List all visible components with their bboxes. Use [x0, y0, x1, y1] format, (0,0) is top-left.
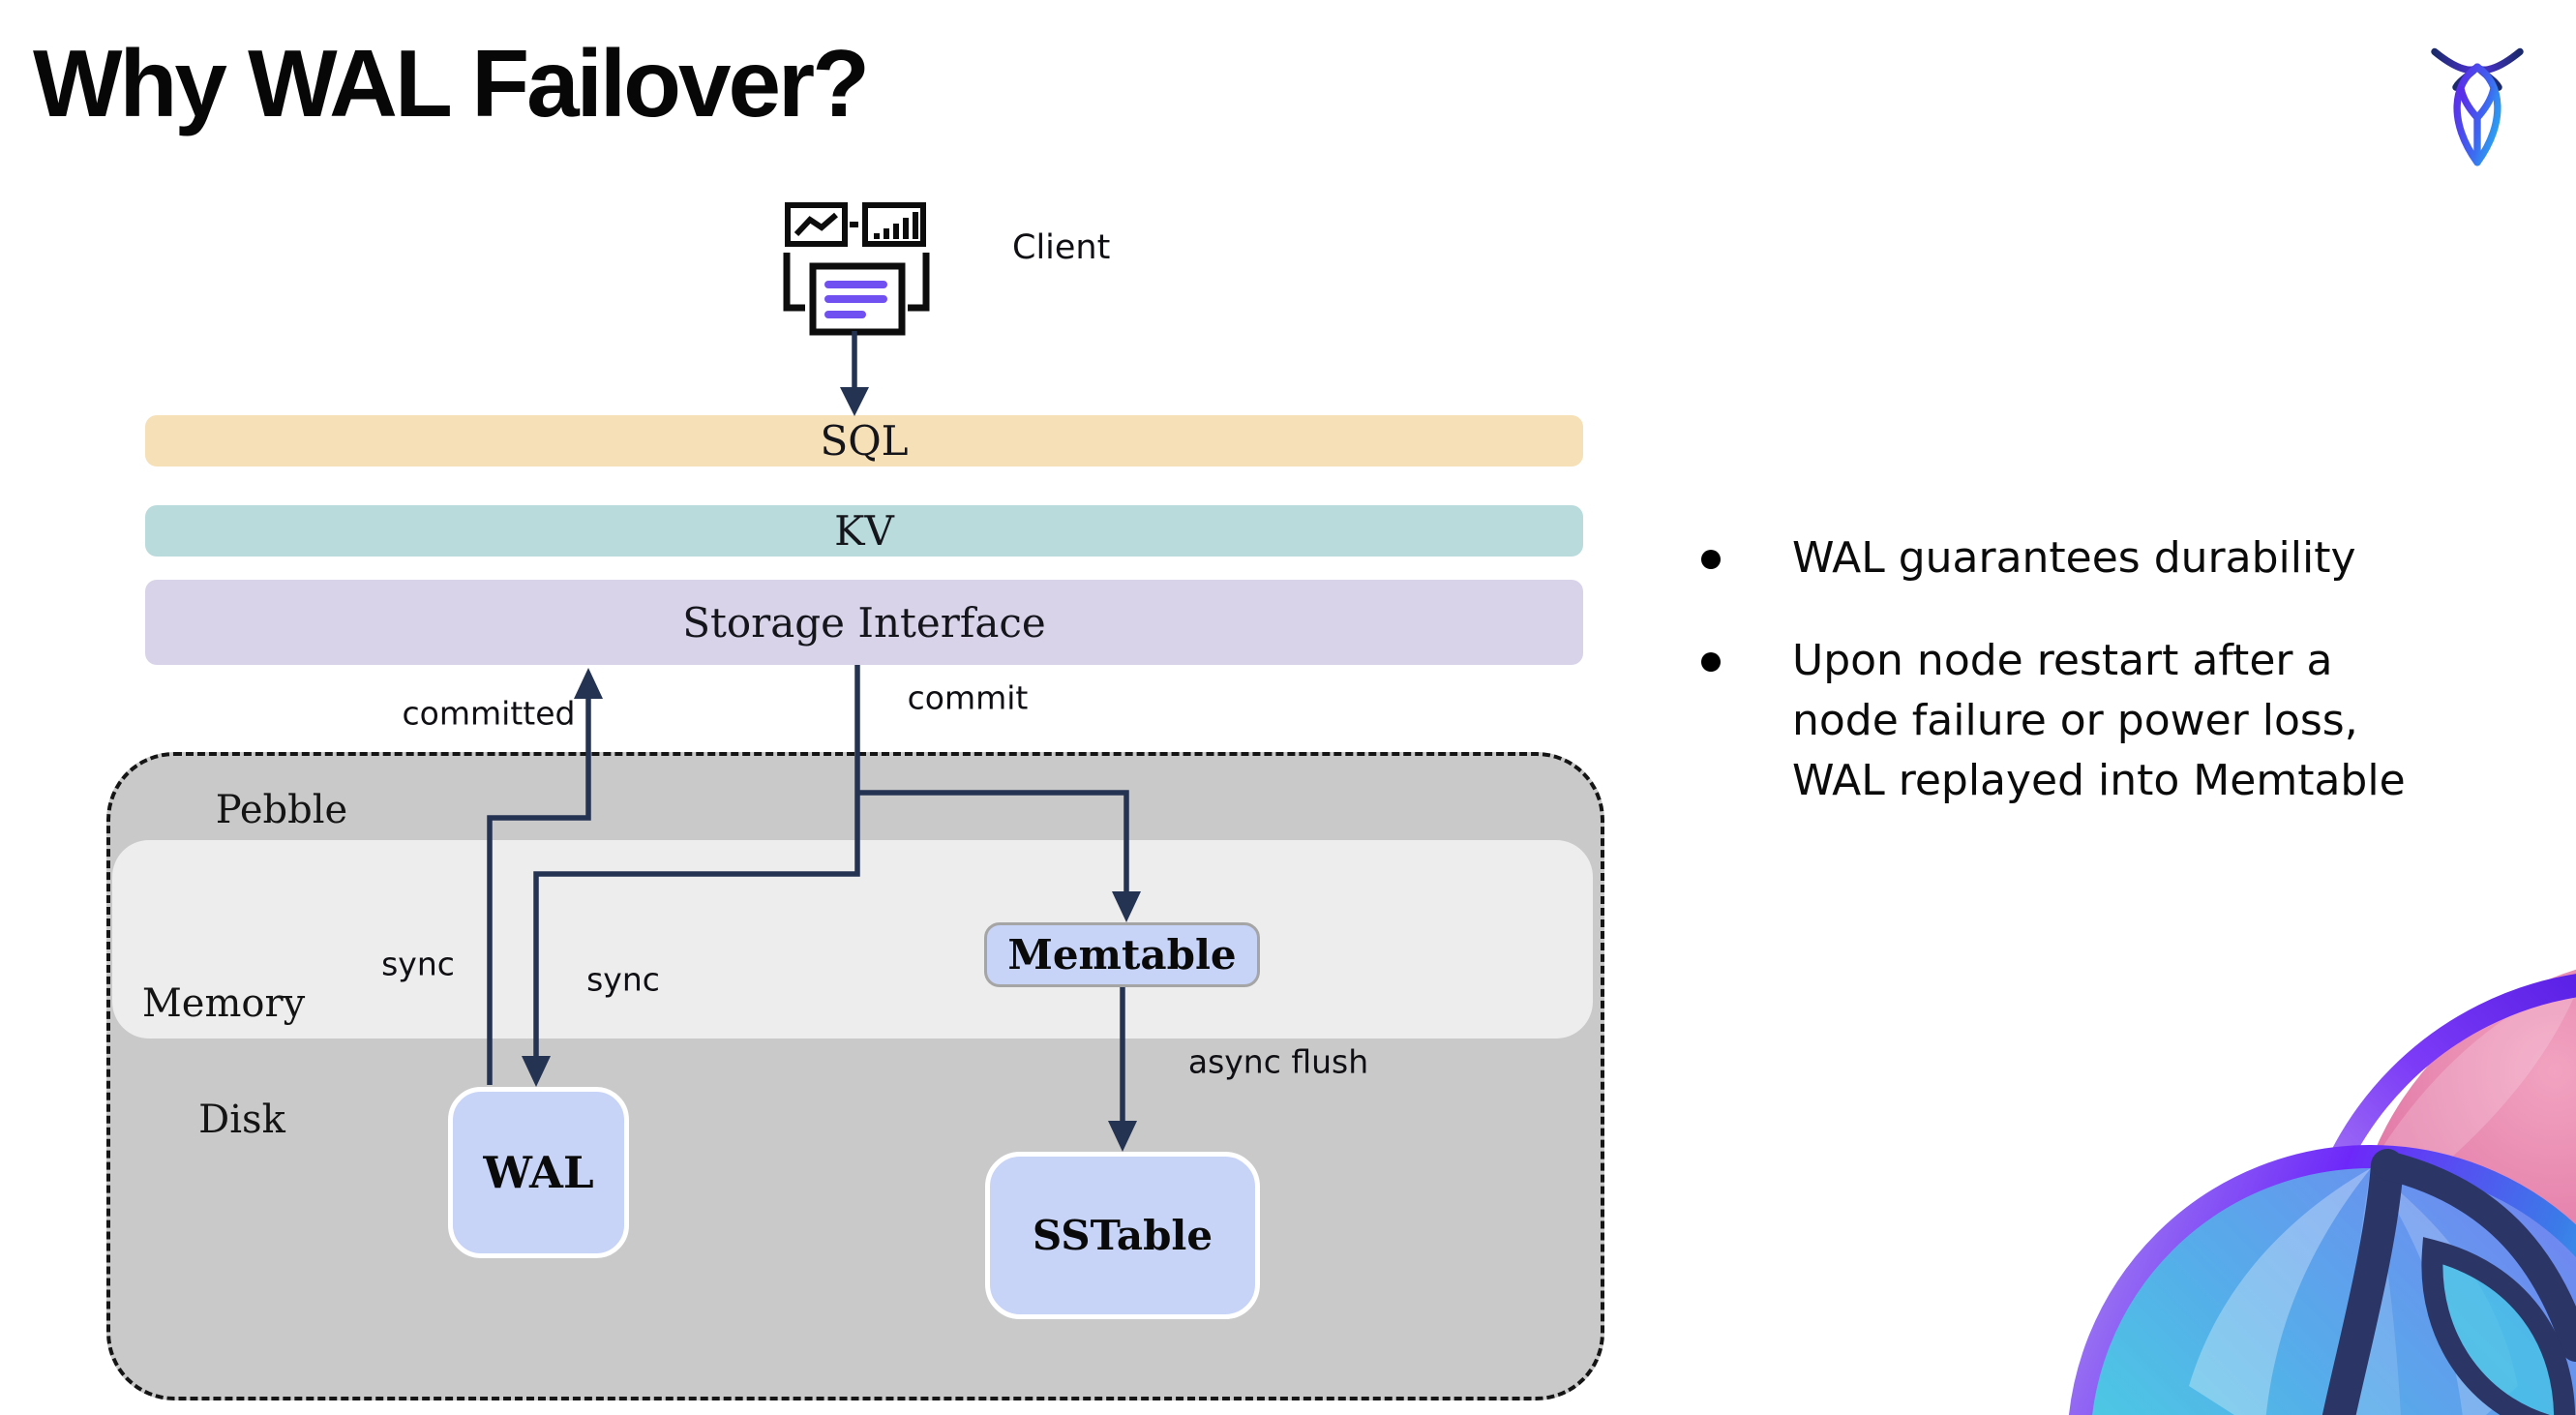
page-title: Why WAL Failover?	[33, 30, 870, 136]
bar-chart-icon	[862, 202, 926, 247]
memory-region	[112, 840, 1593, 1039]
arrowhead-up	[574, 668, 603, 699]
layer-storage-interface: Storage Interface	[145, 580, 1583, 665]
memory-label: Memory	[141, 981, 306, 1026]
bullet-text: Upon node restart after a node failure o…	[1792, 636, 2406, 805]
disk-label: Disk	[198, 1098, 285, 1142]
layer-storage-label: Storage Interface	[682, 598, 1046, 647]
roach-stem	[2321, 1149, 2404, 1415]
bullet-text: WAL guarantees durability	[1792, 533, 2356, 583]
layer-kv-label: KV	[834, 507, 894, 555]
layer-sql: SQL	[145, 415, 1583, 467]
sync-left-label: sync	[381, 945, 455, 983]
client-label: Client	[1012, 228, 1111, 267]
bullet-list: WAL guarantees durability Upon node rest…	[1701, 528, 2417, 854]
memtable-label: Memtable	[1007, 931, 1237, 978]
layer-sql-label: SQL	[820, 417, 909, 465]
sstable-node: SSTable	[985, 1152, 1260, 1319]
list-item: WAL guarantees durability	[1701, 528, 2417, 588]
bullet-dot	[1701, 550, 1721, 569]
blue-sphere-edge	[2069, 1145, 2576, 1415]
memtable-node: Memtable	[984, 922, 1260, 987]
async-flush-label: async flush	[1187, 1042, 1369, 1081]
client-icon	[783, 202, 930, 336]
roach-arc	[2373, 1151, 2576, 1362]
committed-label: committed	[402, 694, 576, 733]
cockroachdb-logo	[2431, 47, 2524, 166]
sstable-label: SSTable	[1032, 1212, 1213, 1259]
bracket-right	[908, 253, 930, 312]
list-item: Upon node restart after a node failure o…	[1701, 631, 2417, 811]
bullet-dot	[1701, 652, 1721, 672]
commit-label: commit	[907, 678, 1029, 717]
arrowhead-down	[840, 387, 869, 416]
bracket-left	[783, 253, 805, 312]
layer-kv: KV	[145, 505, 1583, 557]
wal-node: WAL	[448, 1087, 629, 1258]
sync-right-label: sync	[586, 960, 660, 999]
cockroach-brand-art	[2069, 969, 2576, 1415]
roach-leaf	[2421, 1237, 2576, 1415]
wal-label: WAL	[483, 1147, 594, 1198]
pebble-label: Pebble	[215, 788, 348, 832]
line-chart-icon	[785, 202, 848, 247]
